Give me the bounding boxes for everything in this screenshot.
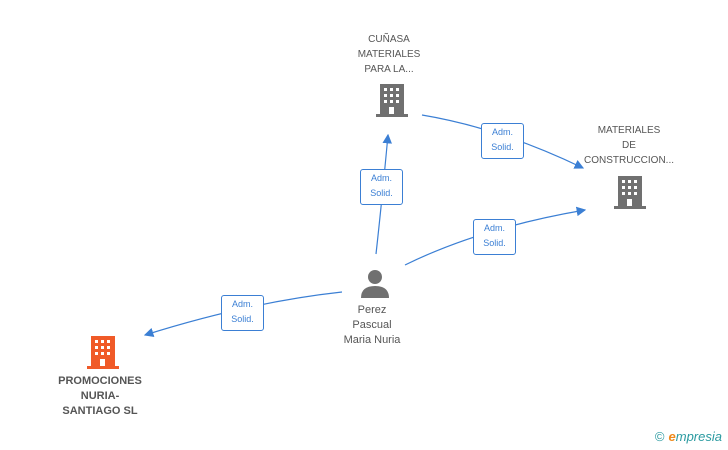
node-label-person[interactable]: Perez Pascual Maria Nuria xyxy=(343,304,401,346)
person-icon[interactable] xyxy=(361,270,389,298)
building-icon[interactable] xyxy=(376,84,408,117)
building-icon[interactable] xyxy=(614,176,646,209)
edge-label-person-materiales: Adm. Solid. xyxy=(473,219,516,255)
brand-initial: e xyxy=(668,429,676,444)
empresia-logo[interactable]: ©empresia xyxy=(655,429,722,444)
node-label-promociones[interactable]: PROMOCIONES NURIA- SANTIAGO SL xyxy=(58,375,142,417)
edge-label-cunasa-materiales: Adm. Solid. xyxy=(481,123,524,159)
brand-name: mpresia xyxy=(675,429,722,444)
edge-label-person-promociones: Adm. Solid. xyxy=(221,295,264,331)
copyright-icon: © xyxy=(654,429,665,444)
node-label-materiales[interactable]: MATERIALES DE CONSTRUCCION... xyxy=(584,125,674,166)
building-icon[interactable] xyxy=(87,336,119,369)
node-label-cunasa[interactable]: CUÑASA MATERIALES PARA LA... xyxy=(357,34,421,75)
edge-label-person-cunasa: Adm. Solid. xyxy=(360,169,403,205)
